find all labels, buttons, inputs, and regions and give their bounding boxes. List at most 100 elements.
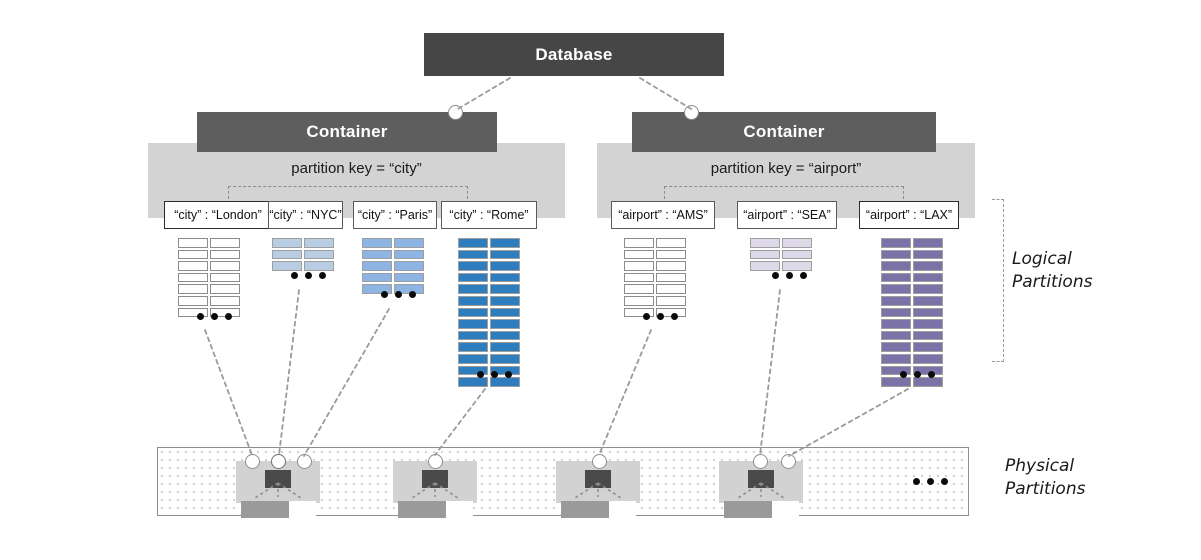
document-row [272,238,334,248]
document-row [881,272,943,283]
document-row [881,295,943,306]
document-cell [881,330,911,341]
document-cell [178,295,208,306]
document-cell [881,272,911,283]
document-cell [881,342,911,352]
logical-partition-key-ams[interactable]: “airport” : “AMS” [611,201,715,229]
document-row [178,238,240,248]
document-cell [458,261,488,271]
logical-partition-key-rome[interactable]: “city” : “Rome” [441,201,537,229]
document-row [750,249,812,260]
logical-partition-key-paris[interactable]: “city” : “Paris” [353,201,437,229]
document-cell [656,261,686,271]
logical-partition-stack-sea [750,238,812,271]
document-cell [782,238,812,248]
document-row [458,284,520,294]
edge-sea-to-pp4 [759,289,781,456]
document-cell [624,295,654,306]
document-cell [178,284,208,294]
document-cell [656,238,686,248]
partition-key-bracket-city [228,186,468,204]
replica-icon-b [265,501,292,518]
container-handle-airport[interactable] [684,105,699,120]
edge-london-to-pp1 [204,329,253,456]
partition-handle-3[interactable] [297,454,312,469]
document-row [458,261,520,271]
document-row [458,307,520,318]
document-cell [458,307,488,318]
container-label-city: Container [306,122,388,141]
document-cell [881,353,911,364]
logical-partition-key-sea[interactable]: “airport” : “SEA” [737,201,837,229]
document-row [458,330,520,341]
document-cell [210,284,240,294]
logical-partitions-bracket [992,199,1004,362]
container-node-city[interactable]: Container [197,112,497,152]
document-cell [394,238,424,248]
document-cell [913,249,943,260]
document-cell [656,284,686,294]
document-row [272,249,334,260]
document-row [458,295,520,306]
document-row [458,272,520,283]
partition-handle-6[interactable] [753,454,768,469]
replica-icon-b [748,501,775,518]
document-cell [881,238,911,248]
document-cell [210,249,240,260]
document-row [624,261,686,271]
document-cell [490,342,520,352]
document-row [178,295,240,306]
document-cell [178,272,208,283]
document-row [362,272,424,283]
document-cell [490,272,520,283]
partition-handle-2[interactable] [271,454,286,469]
document-cell [881,365,911,376]
document-cell [490,330,520,341]
replica-icon-c [772,501,799,518]
partition-handle-7[interactable] [781,454,796,469]
database-node[interactable]: Database [424,33,724,76]
document-row [178,249,240,260]
partition-master-icon [748,470,774,488]
document-cell [624,261,654,271]
document-row [750,261,812,271]
document-cell [624,238,654,248]
document-row [458,319,520,329]
document-cell [490,353,520,364]
document-cell [458,249,488,260]
logical-partition-key-london[interactable]: “city” : “London” [164,201,272,229]
document-cell [490,319,520,329]
logical-partition-stack-london [178,238,240,318]
document-cell [881,295,911,306]
document-row [881,319,943,329]
document-row [362,249,424,260]
document-row [624,238,686,248]
container-handle-city[interactable] [448,105,463,120]
partition-handle-4[interactable] [428,454,443,469]
document-row [881,330,943,341]
logical-partition-key-lax[interactable]: “airport” : “LAX” [859,201,959,229]
logical-partition-stack-paris [362,238,424,294]
replica-icon-c [609,501,636,518]
document-cell [458,238,488,248]
logical-partition-key-nyc[interactable]: “city” : “NYC” [268,201,343,229]
document-cell [490,261,520,271]
replica-icon-a [398,501,425,518]
partition-handle-1[interactable] [245,454,260,469]
partition-handle-5[interactable] [592,454,607,469]
document-cell [624,272,654,283]
stack-ellipsis-nyc [291,272,326,279]
document-row [178,284,240,294]
document-cell [210,272,240,283]
document-cell [913,342,943,352]
container-node-airport[interactable]: Container [632,112,936,152]
document-cell [913,319,943,329]
partition-master-icon [585,470,611,488]
logical-partition-stack-ams [624,238,686,318]
physical-partitions-overflow-ellipsis [913,478,948,485]
document-cell [750,238,780,248]
stack-ellipsis-lax [900,371,935,378]
partition-key-bracket-airport [664,186,904,204]
document-row [362,261,424,271]
document-cell [210,261,240,271]
